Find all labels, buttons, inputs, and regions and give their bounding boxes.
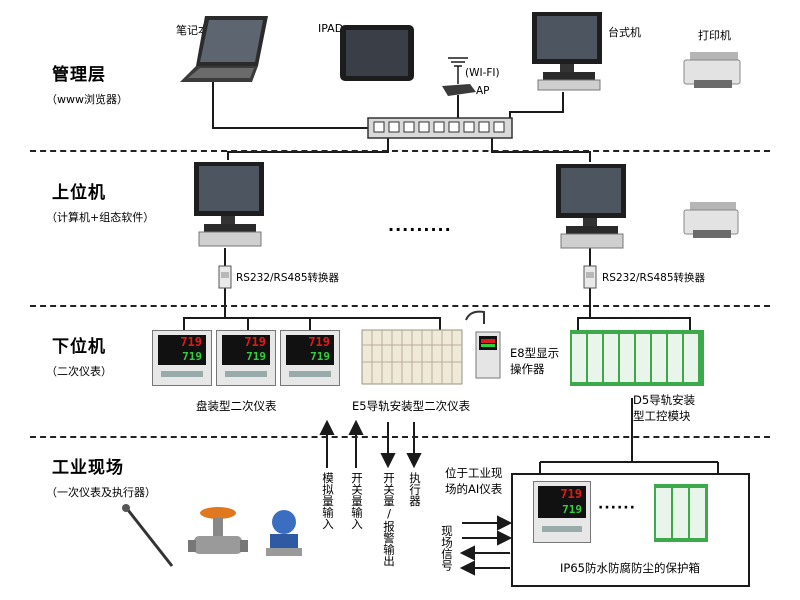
ai-meter-label-line1: 位于工业现	[445, 466, 503, 480]
signal-label-1: 模拟量输入	[321, 472, 335, 530]
signal-label-4: 执行器	[408, 472, 422, 507]
meter-keys	[289, 371, 331, 377]
level-subtitle-management: （www浏览器）	[46, 93, 128, 106]
e8-label-line1: E8型显示	[510, 346, 560, 360]
box-ai-meter: 719 719	[533, 481, 591, 543]
signal-label-3: 开关量/报警输出	[382, 472, 396, 567]
e8-label-line2: 操作器	[510, 362, 545, 376]
level-subtitle-lower: （二次仪表）	[46, 365, 112, 378]
converter-right-label: RS232/RS485转换器	[602, 272, 706, 284]
meter-display: 719 719	[222, 335, 270, 365]
meter-keys	[542, 526, 582, 532]
separator-2	[30, 305, 770, 307]
box-ellipsis: ······	[598, 500, 636, 516]
meter-reading-bottom: 719	[310, 350, 330, 363]
rail-meters-label: E5导轨安装型二次仪表	[352, 399, 471, 413]
d5-label-line2: 型工控模块	[633, 409, 691, 423]
meter-display: 719 719	[286, 335, 334, 365]
d5-label-line1: D5导轨安装	[633, 393, 696, 407]
laptop-label: 笔记本	[176, 24, 209, 37]
meter-reading-top: 719	[308, 335, 330, 349]
panel-meter-2: 719 719	[216, 330, 276, 386]
meter-reading-top: 719	[560, 487, 582, 501]
protection-box-label: IP65防水防腐防尘的保护箱	[560, 561, 700, 575]
meter-reading-bottom: 719	[562, 503, 582, 516]
meter-reading-top: 719	[244, 335, 266, 349]
ai-meter-label-line2: 场的AI仪表	[445, 482, 503, 496]
ipad-label: IPAD	[318, 22, 344, 35]
level-title-upper: 上位机	[52, 183, 106, 203]
converter-left-label: RS232/RS485转换器	[236, 272, 340, 284]
panel-meters-label: 盘装型二次仪表	[196, 399, 277, 413]
desktop-label: 台式机	[608, 26, 641, 39]
panel-meter-1: 719 719	[152, 330, 212, 386]
separator-3	[30, 436, 770, 438]
upper-ellipsis: ·········	[388, 220, 452, 239]
separator-1	[30, 150, 770, 152]
panel-meter-3: 719 719	[280, 330, 340, 386]
ap-label: AP	[476, 85, 490, 97]
meter-display: 719 719	[158, 335, 206, 365]
meter-display: 719 719	[538, 486, 586, 518]
meter-keys	[225, 371, 267, 377]
field-signal-label: 现场信号	[440, 525, 454, 571]
level-title-field: 工业现场	[52, 458, 124, 478]
level-title-management: 管理层	[52, 65, 106, 85]
meter-reading-bottom: 719	[182, 350, 202, 363]
level-subtitle-field: （一次仪表及执行器）	[46, 486, 156, 499]
printer-label: 打印机	[698, 29, 731, 42]
level-title-lower: 下位机	[52, 337, 106, 357]
signal-label-2: 开关量输入	[350, 472, 364, 530]
level-subtitle-upper: （计算机+组态软件）	[46, 211, 155, 224]
meter-reading-top: 719	[180, 335, 202, 349]
meter-keys	[161, 371, 203, 377]
wifi-label: (WI-FI)	[465, 67, 500, 79]
meter-reading-bottom: 719	[246, 350, 266, 363]
